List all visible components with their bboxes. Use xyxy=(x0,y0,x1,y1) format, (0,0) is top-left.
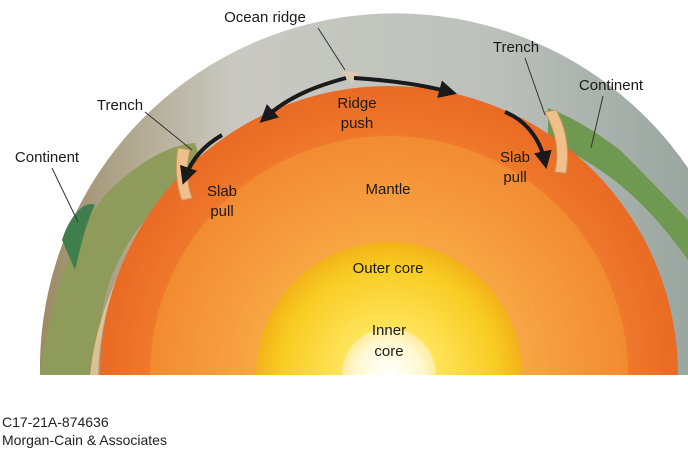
trench-left-leader xyxy=(144,111,193,151)
slab-pull-arrow-right xyxy=(504,110,552,170)
figure-code-caption: C17-21A-874636 xyxy=(2,414,109,430)
ocean-ridge-leader xyxy=(317,27,346,71)
continent-left-label: Continent xyxy=(15,149,80,166)
slab-pull-arrow-left xyxy=(180,133,224,185)
ocean-ridge-label: Ocean ridge xyxy=(224,9,306,26)
slab-pull-right-label-line1: Slab xyxy=(500,149,530,166)
continent-left-landmass xyxy=(40,143,205,375)
trench-right-leader xyxy=(524,57,546,116)
continent-right-landmass xyxy=(548,108,688,260)
slab-pull-right-label-line2: pull xyxy=(503,169,526,186)
ridge-push-arrow-left xyxy=(259,76,347,123)
outer-core-label: Outer core xyxy=(353,260,424,277)
ridge-push-label-line1: Ridge xyxy=(337,95,376,112)
continent-right-label: Continent xyxy=(579,77,644,94)
trench-left-label: Trench xyxy=(97,97,143,114)
inner-core-label-line2: core xyxy=(374,343,403,360)
earth-cross-section-diagram: Ocean ridge Trench Trench Continent Cont… xyxy=(15,9,688,375)
mantle-label: Mantle xyxy=(365,181,410,198)
ridge-push-arrow-right xyxy=(353,76,457,98)
slab-pull-left-label-line1: Slab xyxy=(207,183,237,200)
continent-right-leader xyxy=(590,95,604,149)
inner-core-layer xyxy=(342,328,436,375)
trench-right-slab xyxy=(544,109,569,174)
ridge-push-label-line2: push xyxy=(341,115,374,132)
continent-left-leader xyxy=(51,167,79,223)
trench-right-label: Trench xyxy=(493,39,539,56)
ocean-ridge-notch xyxy=(342,72,360,85)
continent-left-green xyxy=(62,204,95,270)
credit-caption: Morgan-Cain & Associates xyxy=(2,432,167,448)
outer-core-layer xyxy=(256,242,522,375)
inner-core-label-line1: Inner xyxy=(372,322,406,339)
slab-pull-left-label-line2: pull xyxy=(210,203,233,220)
